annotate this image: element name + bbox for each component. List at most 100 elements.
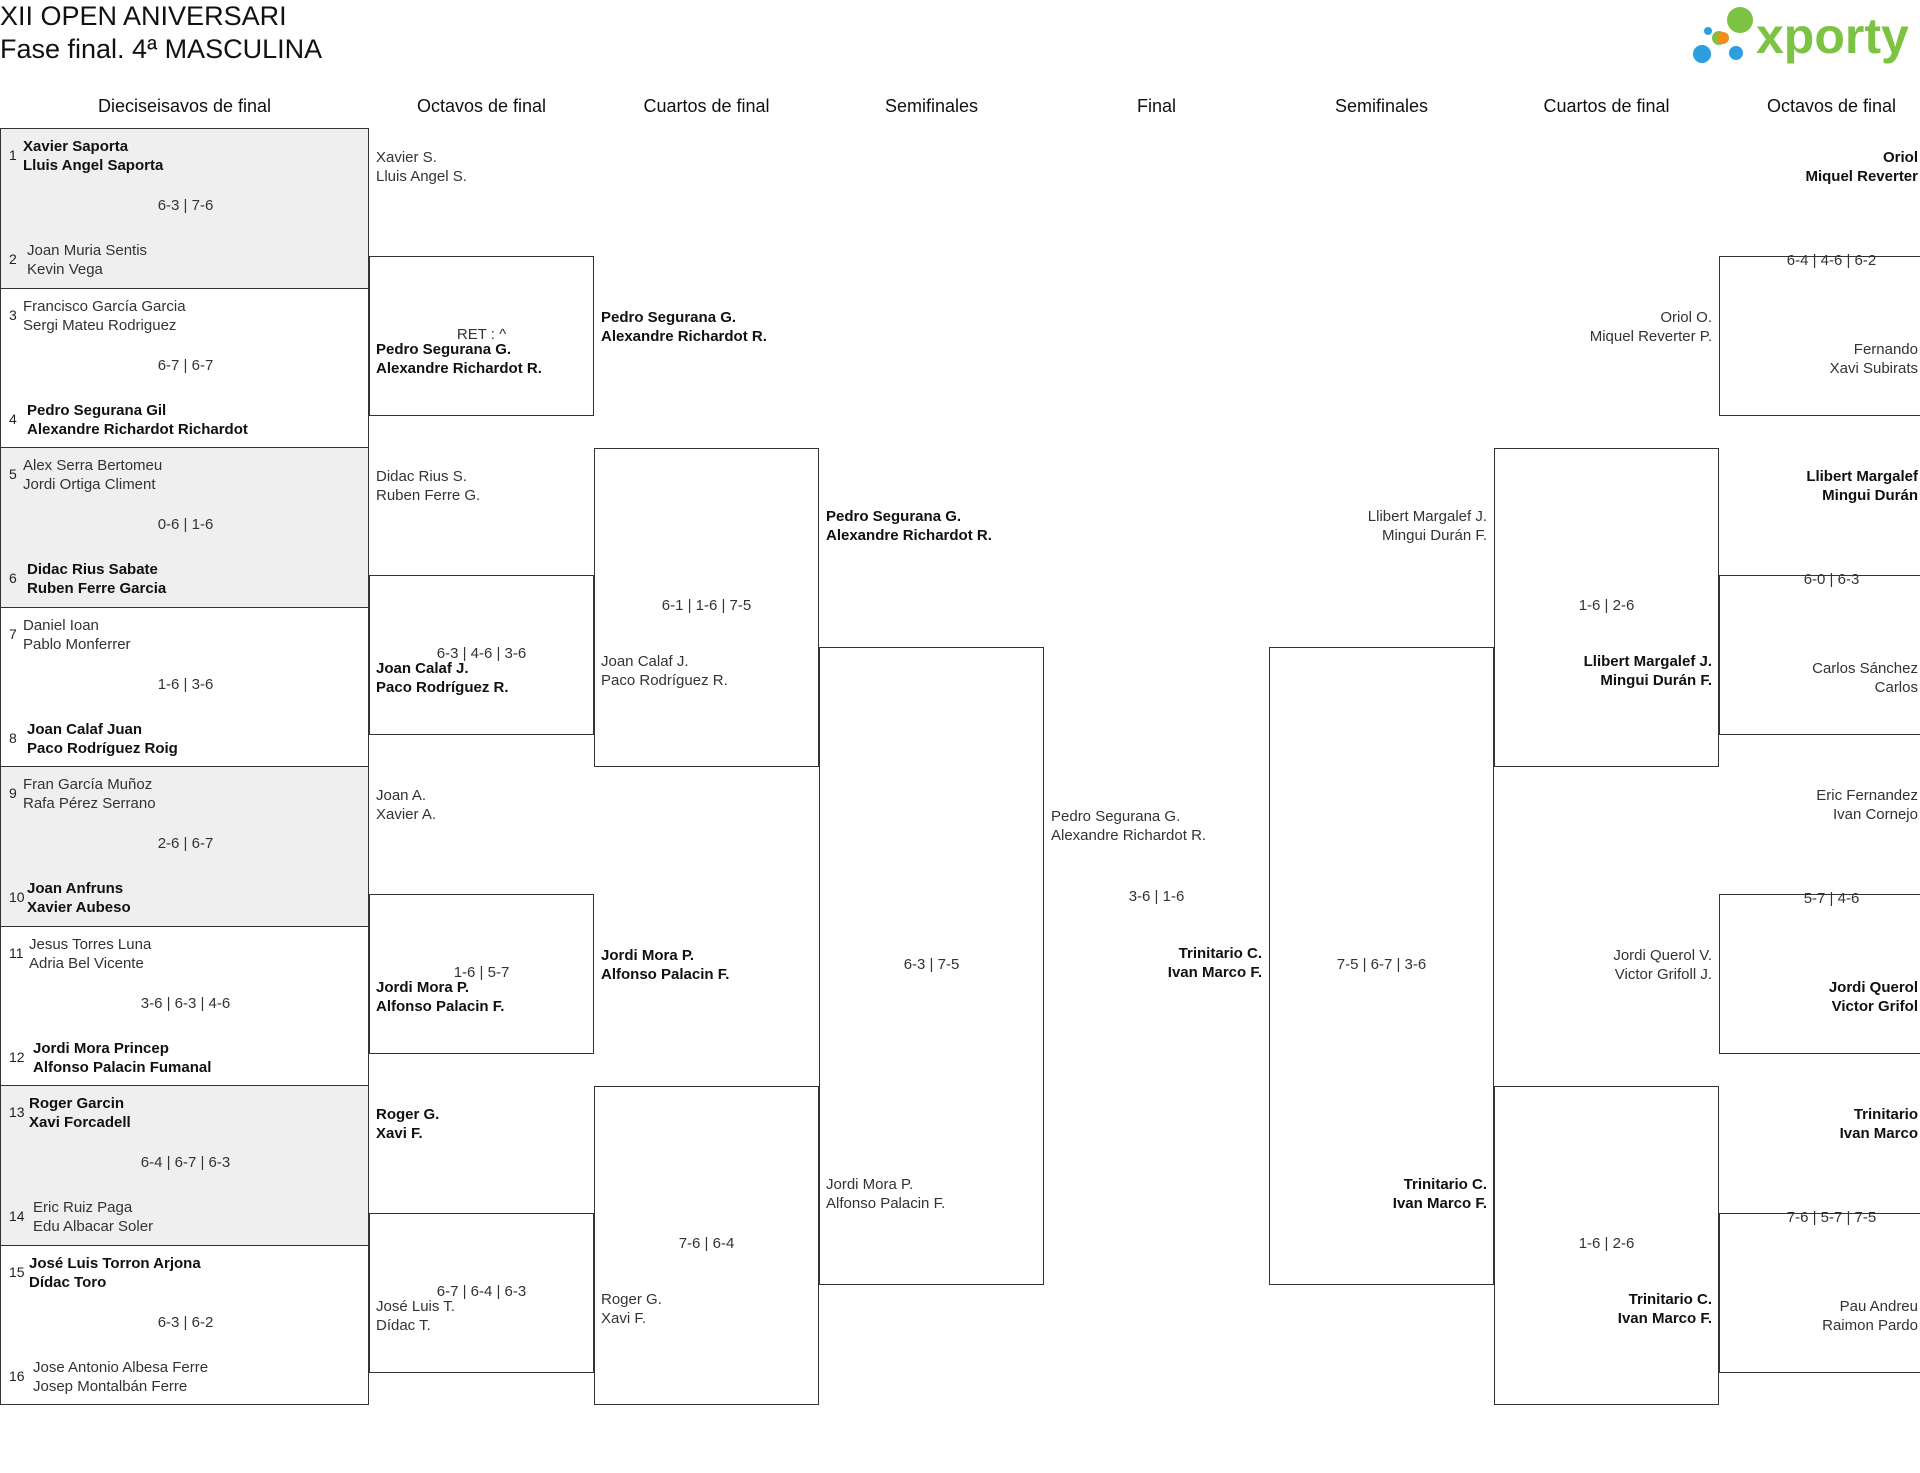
r32-match: 1 Xavier Saporta Lluis Angel Saporta 6-3 |… <box>0 128 369 289</box>
qf-right-match-team-b: Trinitario C. Ivan Marco F. <box>1617 1290 1712 1327</box>
match-score: 6-4 | 6-7 | 6-3 <box>140 1154 231 1171</box>
r16-right-team-a: Oriol Miquel Reverter <box>1805 149 1918 185</box>
qf-right-match-box <box>1494 447 1719 767</box>
sf-right-match-team-b: Trinitario C. Ivan Marco F. <box>1392 1176 1487 1213</box>
match-score: 6-3 | 6-2 <box>157 1313 214 1331</box>
round-header-qf-left: Cuartos de final <box>643 96 770 116</box>
qf-left-match-box <box>594 1085 819 1405</box>
r16-left-match-box <box>369 1212 594 1374</box>
sf-left-match-score: 6-3 | 7-5 <box>903 956 960 973</box>
title-line-2: Fase final. 4ª MASCULINA <box>0 34 323 64</box>
r16-left-match-team-a: Joan A. Xavier A. <box>376 787 437 823</box>
qf-right-match-team-b: Llibert Margalef J. Mingui Durán F. <box>1583 652 1712 689</box>
team-a-names: Fran García Muñoz Rafa Pérez Serrano <box>23 776 156 812</box>
seed-number: 13 <box>9 1104 25 1120</box>
team-a-names: Roger Garcin Xavi Forcadell <box>29 1095 131 1131</box>
seed-number: 5 <box>9 466 17 482</box>
team-b-names: Joan Calaf Juan Paco Rodríguez Roig <box>27 720 178 757</box>
r32-match: 9 Fran García Muñoz Rafa Pérez Serrano 2-6… <box>0 766 369 927</box>
team-a-names: Jesus Torres Luna Adria Bel Vicente <box>29 935 152 972</box>
r16-left-match-score: 1-6 | 5-7 <box>453 964 510 981</box>
r16-right-team-a: Trinitario Ivan Marco <box>1839 1106 1918 1142</box>
qf-left-match-score: 6-1 | 1-6 | 7-5 <box>661 597 752 614</box>
r16-left-match-score: 6-3 | 4-6 | 3-6 <box>436 645 527 662</box>
match-score: 2-6 | 6-7 <box>157 835 214 852</box>
r32-match: 11 Jesus Torres Luna Adria Bel Vicente 3-6… <box>0 925 369 1086</box>
qf-right-match-score: 1-6 | 2-6 <box>1578 597 1635 614</box>
round-header-r16-left: Octavos de final <box>416 96 547 116</box>
qf-left-match-team-b: Roger G. Xavi F. <box>601 1290 662 1327</box>
match-score: 6-3 | 7-6 <box>157 197 214 214</box>
final-team-b: Trinitario C. Ivan Marco F. <box>1167 945 1262 981</box>
qf-right-match-team-a: Oriol O. Miquel Reverter P. <box>1589 308 1712 345</box>
r16-right-score: 6-4 | 4-6 | 6-2 <box>1786 251 1877 269</box>
qf-left-match-team-a: Pedro Segurana G. Alexandre Richardot R. <box>601 308 767 345</box>
qf-right-match-box <box>1494 1085 1719 1405</box>
r16-left-match-score: 6-7 | 6-4 | 6-3 <box>436 1283 527 1300</box>
qf-right-match-score: 1-6 | 2-6 <box>1578 1235 1635 1252</box>
match-score: 3-6 | 6-3 | 4-6 <box>140 994 231 1012</box>
r16-right-team-b: Carlos Sánchez Carlos <box>1812 659 1918 696</box>
match-score: 0-6 | 1-6 <box>157 516 214 533</box>
r16-left-match-team-a: Roger G. Xavi F. <box>376 1106 440 1142</box>
r16-right-team-b: Jordi Querol Victor Grifol <box>1828 978 1918 1015</box>
sf-right-match-score: 7-5 | 6-7 | 3-6 <box>1336 956 1427 973</box>
team-a-names: Alex Serra Bertomeu Jordi Ortiga Climent <box>23 457 163 493</box>
sf-left-match-box <box>819 647 1044 1285</box>
team-b-names: Joan Muria Sentis Kevin Vega <box>27 242 148 278</box>
title-line-1: XII OPEN ANIVERSARI <box>0 1 287 31</box>
seed-number: 4 <box>9 410 17 427</box>
team-a-names: Xavier Saporta Lluis Angel Saporta <box>23 138 164 174</box>
r16-right-match-box <box>1719 1212 1920 1374</box>
r16-left-match-team-b: José Luis T. Dídac T. <box>376 1297 455 1334</box>
r32-match: 3 Francisco García Garcia Sergi Mateu Rod… <box>0 287 369 448</box>
r16-right-team-b: Fernando Xavi Subirats <box>1829 340 1918 377</box>
r16-right-match-box <box>1719 255 1920 417</box>
team-a-names: Francisco García Garcia Sergi Mateu Rodr… <box>23 297 186 334</box>
seed-number: 14 <box>9 1208 25 1224</box>
logo-text: xporty <box>1756 8 1909 64</box>
seed-number: 15 <box>9 1263 25 1280</box>
team-b-names: Eric Ruiz Paga Edu Albacar Soler <box>33 1199 154 1235</box>
round-header-sf-right: Semifinales <box>1334 96 1429 116</box>
final-score: 3-6 | 1-6 <box>1128 888 1185 905</box>
r16-right-score: 5-7 | 4-6 <box>1803 889 1860 907</box>
r16-left-match-team-a: Didac Rius S. Ruben Ferre G. <box>376 468 481 504</box>
seed-number: 3 <box>9 306 17 323</box>
r16-right-score: 6-0 | 6-3 <box>1803 570 1860 588</box>
seed-number: 11 <box>9 944 24 961</box>
r16-right-match-box <box>1719 574 1920 736</box>
round-header-final: Final <box>1136 96 1176 116</box>
match-score: 1-6 | 3-6 <box>157 675 214 693</box>
team-a-names: Daniel Ioan Pablo Monferrer <box>23 616 131 653</box>
sf-right-match-box <box>1269 647 1494 1285</box>
team-b-names: Didac Rius Sabate Ruben Ferre Garcia <box>27 561 167 597</box>
seed-number: 2 <box>9 251 17 267</box>
seed-number: 1 <box>9 147 17 163</box>
seed-number: 16 <box>9 1367 25 1384</box>
r16-left-match-team-b: Jordi Mora P. Alfonso Palacin F. <box>376 978 505 1015</box>
qf-left-match-score: 7-6 | 6-4 <box>678 1235 735 1252</box>
seed-number: 9 <box>9 785 17 801</box>
r16-right-score: 7-6 | 5-7 | 7-5 <box>1786 1208 1877 1226</box>
seed-number: 6 <box>9 570 17 586</box>
r16-right-team-a: Eric Fernandez Ivan Cornejo <box>1816 787 1918 823</box>
team-b-names: Jose Antonio Albesa Ferre Josep Montalbá… <box>33 1358 209 1395</box>
page-title: XII OPEN ANIVERSARI Fase final. 4ª MASCU… <box>0 0 322 66</box>
logo-dots-icon <box>1693 7 1753 63</box>
round-header-r16-right: Octavos de final <box>1766 96 1897 116</box>
r16-left-match-box <box>369 255 594 417</box>
qf-right-match-team-a: Jordi Querol V. Victor Grifoll J. <box>1613 946 1712 983</box>
sf-left-match-team-b: Jordi Mora P. Alfonso Palacin F. <box>826 1176 946 1213</box>
seed-number: 12 <box>9 1048 25 1065</box>
r16-left-match-box <box>369 574 594 736</box>
qf-left-match-team-b: Joan Calaf J. Paco Rodríguez R. <box>601 652 728 689</box>
qf-left-match-box <box>594 447 819 767</box>
sf-left-match-team-a: Pedro Segurana G. Alexandre Richardot R. <box>826 508 992 545</box>
round-header-qf-right: Cuartos de final <box>1543 96 1670 116</box>
r16-left-match-score: RET : ^ <box>456 326 507 343</box>
final-team-a: Pedro Segurana G. Alexandre Richardot R. <box>1051 807 1207 844</box>
